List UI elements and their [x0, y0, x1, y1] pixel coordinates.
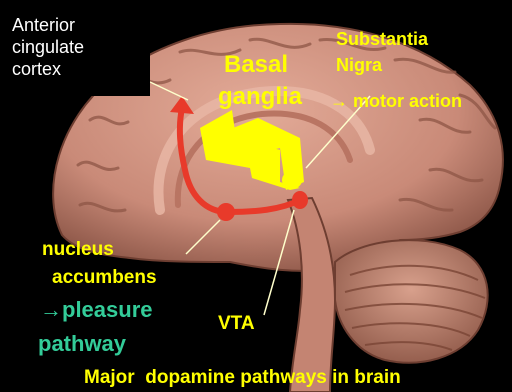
nucleus-accumbens-label-2: accumbens: [52, 268, 157, 288]
cerebellum: [335, 240, 488, 363]
nucleus-accumbens-label-1: nucleus: [42, 240, 114, 260]
basal-ganglia-label-1: Basal: [224, 52, 288, 77]
pleasure-pathway-label-1: →pleasure: [40, 298, 153, 321]
motor-action-label: → motor action: [330, 92, 462, 111]
acc-line-3: cortex: [12, 58, 84, 80]
acc-line-1: Anterior: [12, 14, 84, 36]
substantia-nigra-label-2: Nigra: [336, 56, 382, 75]
pleasure-pathway-label-2: pathway: [38, 332, 126, 355]
acc-line-2: cingulate: [12, 36, 84, 58]
substantia-nigra-label-1: Substantia: [336, 30, 428, 49]
vta-label: VTA: [218, 314, 255, 334]
nucleus-accumbens-dot: [217, 203, 235, 221]
substantia-nigra-dot: [282, 171, 302, 189]
vta-dot: [292, 191, 308, 209]
caption: Major dopamine pathways in brain: [84, 368, 401, 388]
basal-ganglia-label-2: ganglia: [218, 84, 302, 109]
anterior-cingulate-label: Anterior cingulate cortex: [12, 14, 84, 80]
